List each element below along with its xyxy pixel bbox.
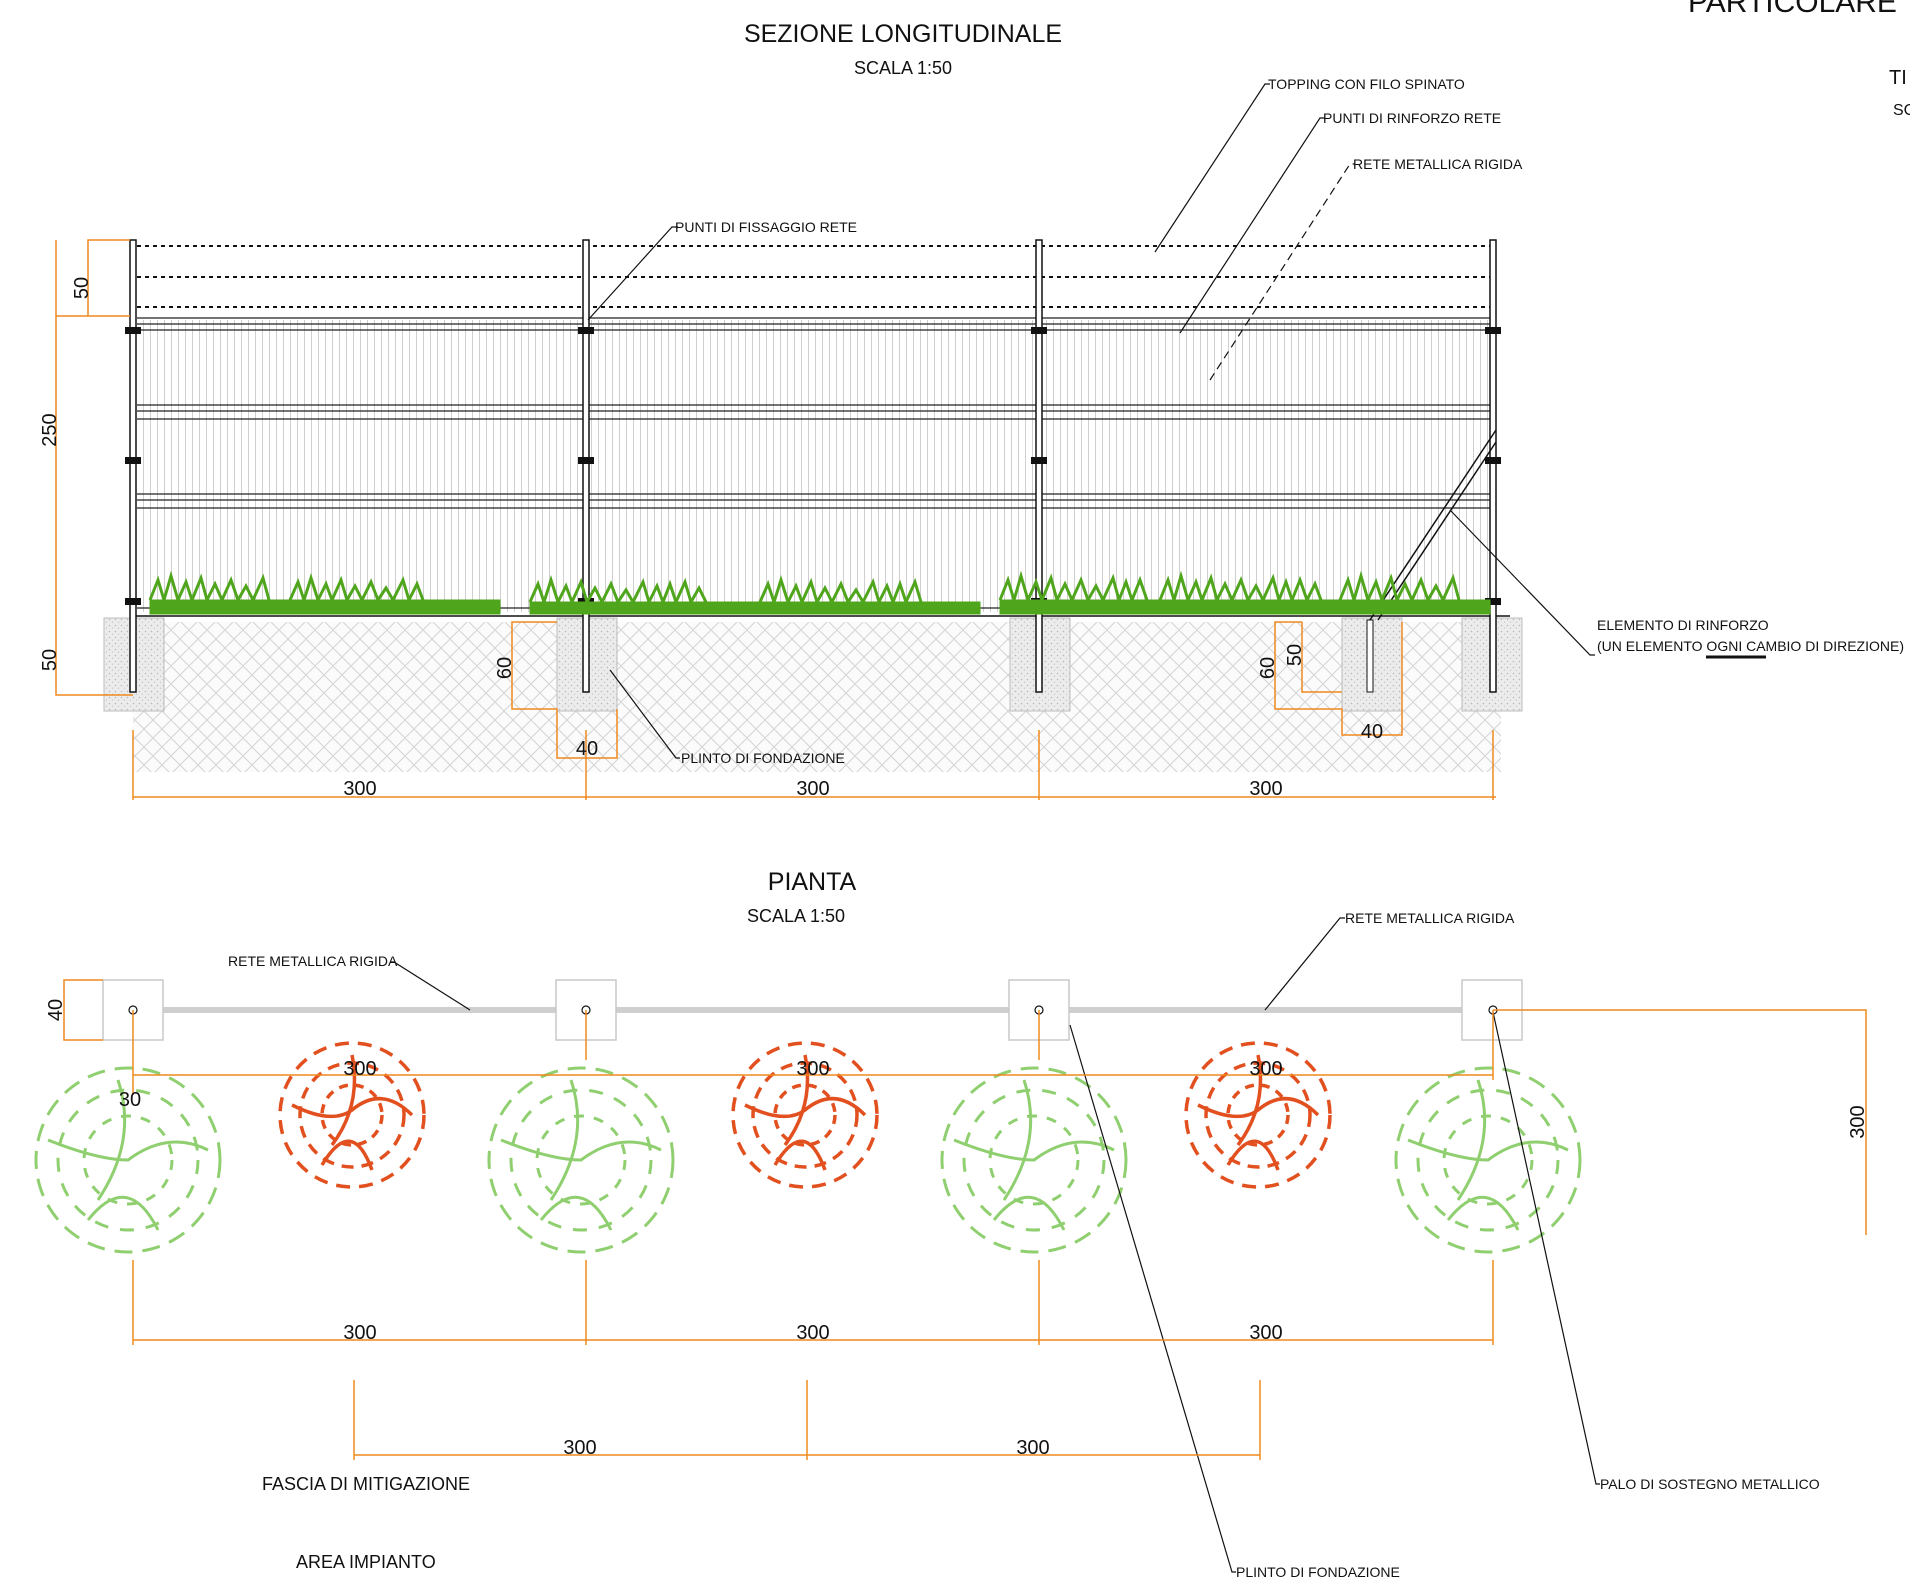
dim-plinth-depth: 60 [494,657,516,679]
plan-dim-shrub-span-1: 300 [563,1437,596,1459]
plan-title: PIANTA [768,868,857,896]
plan-view: PIANTA SCALA 1:50 [34,868,1869,1580]
plan-dim-shrub-span-2: 300 [1016,1437,1049,1459]
dim-fence-height: 250 [39,413,61,446]
plan-label-mitigation-band: FASCIA DI MITIGAZIONE [262,1474,470,1494]
dim-plinth-width-2: 40 [1361,721,1383,743]
plan-dim-tree-1: 300 [343,1058,376,1080]
label-foundation: PLINTO DI FONDAZIONE [681,750,845,766]
reinforcement-brace [1369,429,1497,621]
plan-dim-tree-3: 300 [1249,1058,1282,1080]
plan-dim-span-1: 300 [343,1322,376,1344]
dim-span-1: 300 [343,778,376,800]
section-title: SEZIONE LONGITUDINALE [744,20,1062,48]
label-reinforcement-element-2: (UN ELEMENTO OGNI CAMBIO DI DIREZIONE) [1597,638,1904,654]
plan-label-support-post: PALO DI SOSTEGNO METALLICO [1600,1476,1820,1492]
plan-dim-span-2: 300 [796,1322,829,1344]
plan-dim-tree-2: 300 [796,1058,829,1080]
label-topping: TOPPING CON FILO SPINATO [1268,76,1465,92]
plan-label-foundation: PLINTO DI FONDAZIONE [1236,1564,1400,1580]
plan-label-rigid-mesh-right: RETE METALLICA RIGIDA [1345,910,1515,926]
dim-topping-height: 50 [71,277,93,299]
fixing-clamps [125,327,1501,605]
dim-plinth-width: 40 [576,738,598,760]
section-dimensions [55,239,1496,800]
section-view: SEZIONE LONGITUDINALE SCALA 1:50 [39,20,1904,800]
plan-dim-plinth-size: 40 [45,999,67,1021]
mesh-horizontal-wires [137,317,1493,609]
header-title-fragment: PARTICOLARE [1688,0,1897,19]
dim-span-3: 300 [1249,778,1282,800]
red-shrubs [278,1041,1332,1189]
dim-plinth-depth-2: 60 [1257,657,1279,679]
dim-span-2: 300 [796,778,829,800]
label-reinforcement-points: PUNTI DI RINFORZO RETE [1323,110,1501,126]
label-fixing-points: PUNTI DI FISSAGGIO RETE [675,219,857,235]
label-reinforcement-element-1: ELEMENTO DI RINFORZO [1597,617,1769,633]
mesh-panel [137,320,1493,612]
plan-dim-band-depth: 300 [1847,1105,1869,1138]
ground-soil [133,622,1501,772]
reinforcement-brace [1377,441,1497,621]
dim-plinth-inner: 50 [1284,644,1306,666]
green-trees [34,1066,1582,1254]
plan-dim-offset: 30 [119,1089,141,1111]
section-scale: SCALA 1:50 [854,58,952,78]
plan-dimensions [63,979,1867,1460]
plan-label-rigid-mesh-left: RETE METALLICA RIGIDA [228,953,398,969]
plan-dim-span-3: 300 [1249,1322,1282,1344]
header-fragment-2: SC [1893,102,1910,119]
fence-posts [129,239,1497,693]
label-rigid-mesh: RETE METALLICA RIGIDA [1353,156,1523,172]
grass [148,570,1491,615]
barbed-wire [137,245,1493,308]
brace-anchor [1366,619,1374,693]
leader-lines [587,83,1595,759]
header-fragment-1: TI [1889,67,1907,89]
dim-underground: 50 [39,649,61,671]
plan-scale: SCALA 1:50 [747,906,845,926]
plan-label-plant-area: AREA IMPIANTO [296,1552,436,1572]
plan-leader-lines [390,917,1600,1573]
